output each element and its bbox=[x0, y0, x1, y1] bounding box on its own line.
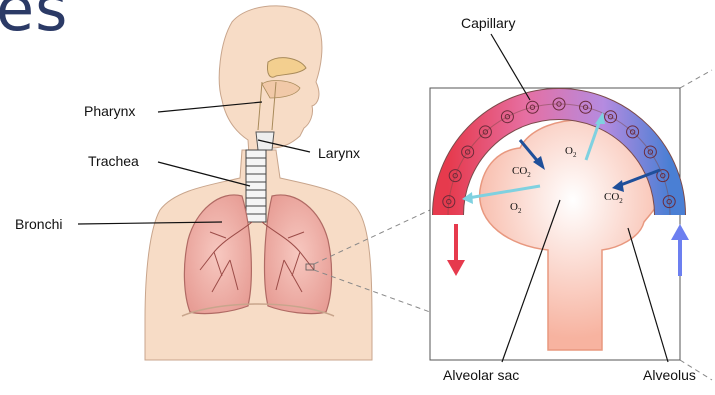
label-bronchi: Bronchi bbox=[15, 216, 62, 232]
o2-label-top: O bbox=[565, 145, 573, 157]
alveolus-detail: CO2 O2 O2 CO2 bbox=[430, 88, 689, 360]
human-torso bbox=[145, 6, 372, 360]
label-alveolar-sac: Alveolar sac bbox=[443, 367, 519, 383]
co2-label-left: CO bbox=[512, 165, 527, 177]
label-alveolus: Alveolus bbox=[643, 367, 696, 383]
o2-label-left: O bbox=[510, 201, 518, 213]
label-pharynx: Pharynx bbox=[84, 103, 135, 119]
co2-label-right: CO bbox=[604, 191, 619, 203]
label-trachea: Trachea bbox=[88, 153, 139, 169]
label-capillary: Capillary bbox=[461, 15, 515, 31]
label-larynx: Larynx bbox=[318, 145, 360, 161]
